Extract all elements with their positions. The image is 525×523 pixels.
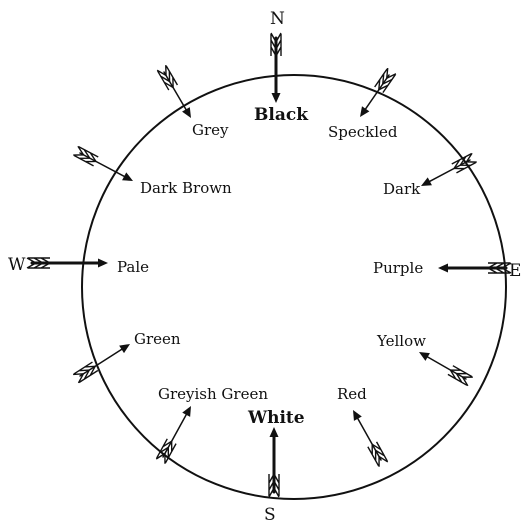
- arrow-yellow: [417, 348, 473, 386]
- compass-circle: [82, 75, 506, 499]
- label-purple: Purple: [373, 259, 423, 277]
- label-dark: Dark: [383, 180, 421, 198]
- arrow-west: [27, 258, 108, 268]
- arrow-west-head: [98, 259, 108, 268]
- arrow-dark-brown: [73, 146, 135, 185]
- label-pale: Pale: [117, 258, 149, 276]
- label-white: White: [247, 408, 305, 428]
- arrow-speckled-head: [356, 106, 369, 119]
- arrow-green-head: [119, 340, 132, 353]
- arrow-dark-shaft: [426, 160, 470, 183]
- label-speckled: Speckled: [328, 123, 398, 141]
- arrow-dark-head: [419, 177, 432, 190]
- arrow-south-head: [270, 427, 279, 437]
- arrow-greyish-green-shaft: [163, 411, 188, 457]
- label-dark-brown: Dark Brown: [140, 179, 232, 197]
- arrow-red: [349, 408, 388, 467]
- arrow-green-shaft: [80, 347, 125, 376]
- label-yellow: Yellow: [376, 332, 426, 350]
- arrow-north-head: [272, 93, 281, 103]
- arrow-greyish-green-head: [182, 404, 195, 417]
- arrow-south: [269, 427, 279, 497]
- label-greyish-green: Greyish Green: [158, 385, 268, 403]
- arrow-grey-head: [182, 107, 195, 120]
- arrow-red-head: [349, 408, 362, 421]
- compass-east-label: E: [509, 261, 521, 281]
- arrow-greyish-green: [156, 404, 195, 464]
- compass-west-label: W: [8, 255, 26, 275]
- arrow-yellow-head: [417, 348, 430, 361]
- arrow-yellow-shaft: [424, 355, 466, 379]
- arrow-dark-brown-head: [122, 172, 135, 185]
- arrow-speckled-shaft: [363, 75, 389, 112]
- arrow-grey-shaft: [164, 72, 188, 113]
- arrow-east-head: [438, 264, 448, 273]
- label-green: Green: [134, 330, 181, 348]
- label-black: Black: [254, 105, 309, 125]
- arrow-east: [438, 263, 511, 273]
- arrow-north: [271, 33, 281, 103]
- label-red: Red: [337, 385, 367, 403]
- arrow-speckled: [356, 68, 396, 120]
- arrow-dark: [419, 153, 477, 190]
- compass-south-label: S: [264, 505, 276, 523]
- label-grey: Grey: [192, 121, 229, 139]
- arrow-red-shaft: [356, 415, 381, 460]
- compass-north-label: N: [270, 9, 285, 29]
